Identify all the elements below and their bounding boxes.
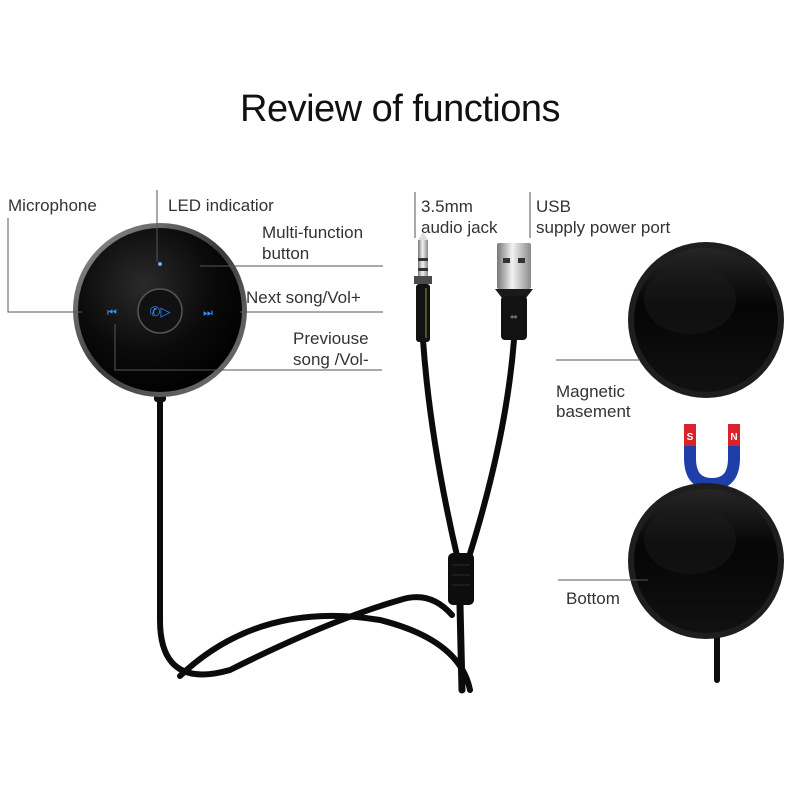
- main-device-cable: [157, 387, 455, 678]
- label-usb-line2: supply power port: [536, 218, 671, 237]
- callout-lines: [7, 190, 648, 581]
- magnet-icon: S N: [684, 424, 740, 491]
- label-jack-line1: 3.5mm: [421, 197, 473, 216]
- multi-function-button[interactable]: [137, 288, 183, 334]
- next-icon[interactable]: ⏭: [203, 306, 213, 319]
- label-bottom: Bottom: [566, 589, 620, 608]
- magnet-north-label: N: [730, 432, 737, 443]
- merged-cable: [456, 601, 466, 694]
- usb-cable: [465, 337, 517, 563]
- label-multi-function-line2: button: [262, 244, 310, 263]
- magnetic-basement-puck: [628, 242, 784, 398]
- cable-loop: [177, 612, 473, 693]
- previous-icon[interactable]: ⏮: [107, 306, 117, 319]
- label-jack-line2: audio jack: [421, 218, 498, 237]
- label-usb-line1: USB: [536, 197, 571, 216]
- phone-play-icon: ✆▷: [150, 305, 171, 320]
- cable-splitter: [448, 553, 474, 605]
- page-title: Review of functions: [240, 88, 561, 130]
- label-previous-line1: Previouse: [293, 329, 369, 348]
- label-previous-line2: song /Vol-: [293, 350, 369, 369]
- label-next-song: Next song/Vol+: [246, 288, 361, 307]
- usb-plug: ⬌: [495, 243, 533, 340]
- jack-cable: [420, 337, 461, 563]
- bottom-puck: [628, 483, 784, 639]
- magnet-south-label: S: [687, 432, 694, 443]
- label-magnetic-line1: Magnetic: [556, 382, 625, 401]
- label-led-indicator: LED indicatior: [168, 196, 274, 215]
- led-indicator-light: [158, 262, 162, 266]
- bluetooth-receiver: ✆▷ ⏮ ⏭: [73, 223, 247, 402]
- usb-symbol-icon: ⬌: [510, 312, 518, 323]
- label-magnetic-line2: basement: [556, 402, 631, 421]
- label-microphone: Microphone: [8, 196, 97, 215]
- cables: [157, 337, 720, 694]
- label-multi-function-line1: Multi-function: [262, 223, 364, 242]
- audio-jack-plug: [414, 232, 432, 342]
